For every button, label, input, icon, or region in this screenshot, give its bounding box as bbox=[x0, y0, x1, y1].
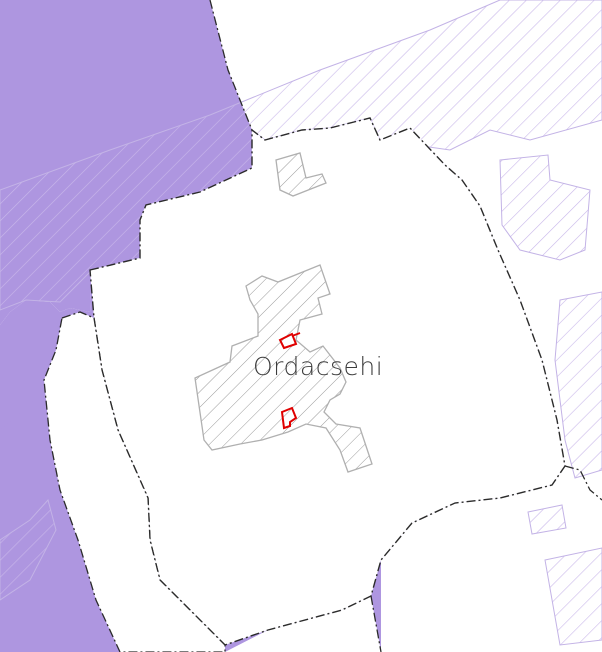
boundary-line-north bbox=[209, 0, 253, 131]
hatched-parcel-right-3 bbox=[527, 504, 567, 535]
boundary-line-southeast bbox=[564, 465, 602, 501]
hatched-parcel-right-1 bbox=[499, 154, 591, 261]
selected-parcel-1[interactable] bbox=[278, 332, 298, 350]
hatched-built-up-area bbox=[194, 264, 373, 473]
selected-parcel-1-tail bbox=[291, 332, 301, 337]
settlement-boundary-west bbox=[43, 311, 226, 652]
place-label: Ordacsehi bbox=[253, 352, 384, 381]
hatched-parcel-right-2 bbox=[554, 291, 602, 479]
hatched-parcel-north bbox=[275, 152, 327, 197]
hatched-parcel-right-4 bbox=[544, 547, 602, 646]
boundary-line-south bbox=[370, 595, 382, 652]
hatched-parcel-left-bottom bbox=[0, 498, 57, 601]
selected-parcel-2[interactable] bbox=[280, 406, 298, 430]
